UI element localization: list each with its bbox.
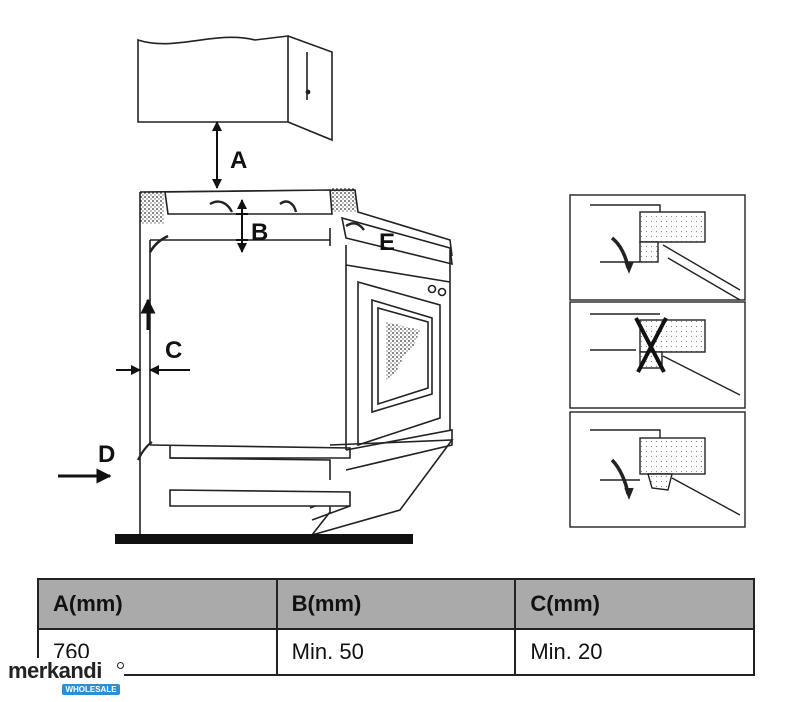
detail-panel-2 (569, 301, 746, 409)
dimension-table: A(mm) B(mm) C(mm) 760 Min. 50 Min. 20 (37, 578, 755, 676)
label-d: D (98, 441, 115, 468)
merkandi-logo: merkandi WHOLESALE (6, 658, 124, 700)
cell-c: Min. 20 (514, 629, 755, 676)
floor (115, 534, 413, 544)
logo-badge: WHOLESALE (62, 684, 120, 695)
cell-a: 760 (37, 629, 278, 676)
logo-dot-icon (117, 662, 124, 669)
cooker (309, 216, 454, 536)
label-c: C (165, 337, 182, 364)
detail-panel-1 (569, 194, 746, 301)
header-b: B(mm) (275, 578, 517, 630)
label-a: A (230, 147, 247, 174)
table-header-row: A(mm) B(mm) C(mm) (37, 578, 755, 630)
installation-diagram: A B C D E (58, 35, 746, 544)
cross-mark-icon (634, 317, 668, 373)
cell-b: Min. 50 (275, 629, 517, 676)
header-a: A(mm) (37, 578, 278, 630)
table-row: 760 Min. 50 Min. 20 (37, 629, 755, 676)
logo-name: merkandi (8, 658, 102, 683)
wall-cabinet (137, 35, 333, 142)
label-b: B (251, 219, 268, 246)
plinth (149, 444, 351, 521)
label-e: E (379, 229, 395, 256)
header-c: C(mm) (514, 578, 755, 630)
detail-panel-3 (569, 411, 746, 528)
